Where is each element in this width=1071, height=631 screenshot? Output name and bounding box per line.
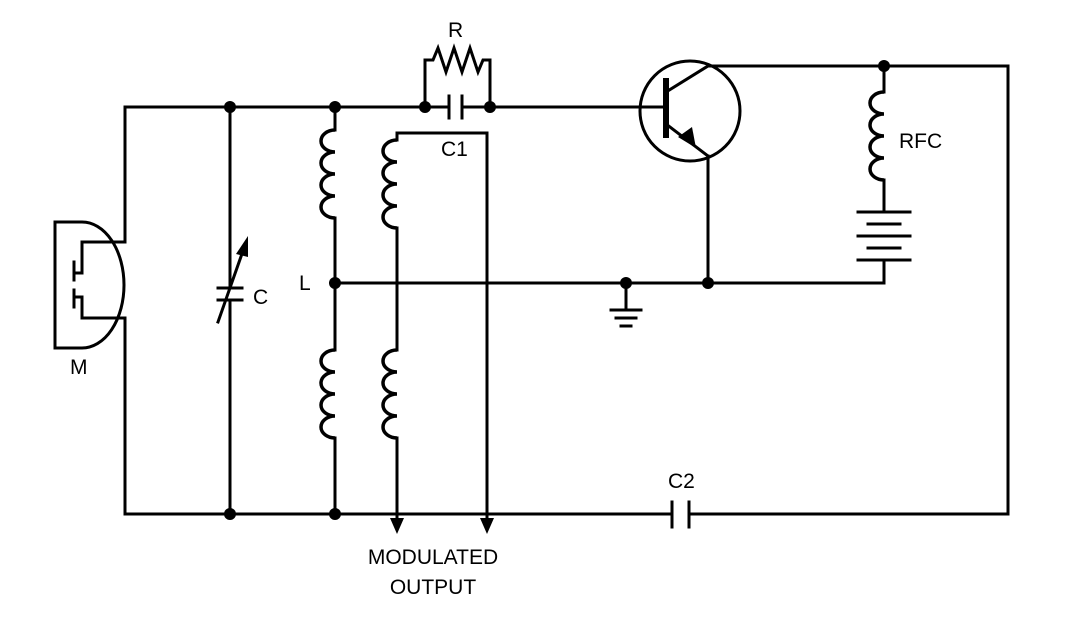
inductor-label: L [299, 272, 311, 295]
junction-dots [224, 60, 890, 520]
output-line-1: MODULATED [367, 546, 499, 569]
coupling-capacitor-c1-symbol [423, 94, 492, 120]
rf-choke-label: RFC [899, 130, 943, 153]
microphone-label: M [70, 356, 88, 379]
variable-capacitor-label: C [253, 286, 269, 309]
left-loop-wires [123, 105, 674, 516]
variable-capacitor-symbol [216, 105, 248, 516]
resistor-label: R [448, 19, 464, 42]
rf-choke-symbol [868, 64, 886, 214]
resistor-r-symbol [423, 43, 492, 109]
capacitor-c2-symbol [670, 500, 691, 529]
tank-inductor-symbol [319, 105, 337, 516]
battery-symbol [856, 210, 912, 285]
capacitor-c1-label: C1 [441, 138, 468, 161]
microphone-symbol [53, 220, 127, 350]
output-coil-symbol [381, 131, 494, 534]
capacitor-c2-label: C2 [668, 470, 695, 493]
modulated-output-label: MODULATED OUTPUT [340, 543, 526, 603]
output-line-2: OUTPUT [389, 576, 477, 599]
ground-rail [333, 281, 886, 328]
transistor-symbol [488, 59, 1010, 516]
